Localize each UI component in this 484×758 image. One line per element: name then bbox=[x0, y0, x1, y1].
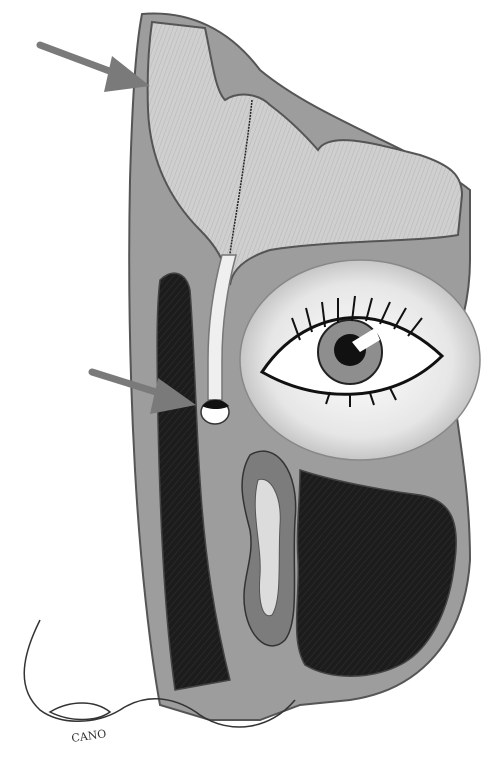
signature: CANO bbox=[71, 727, 107, 745]
duct-opening bbox=[201, 400, 229, 424]
arrow-upper bbox=[40, 45, 150, 92]
